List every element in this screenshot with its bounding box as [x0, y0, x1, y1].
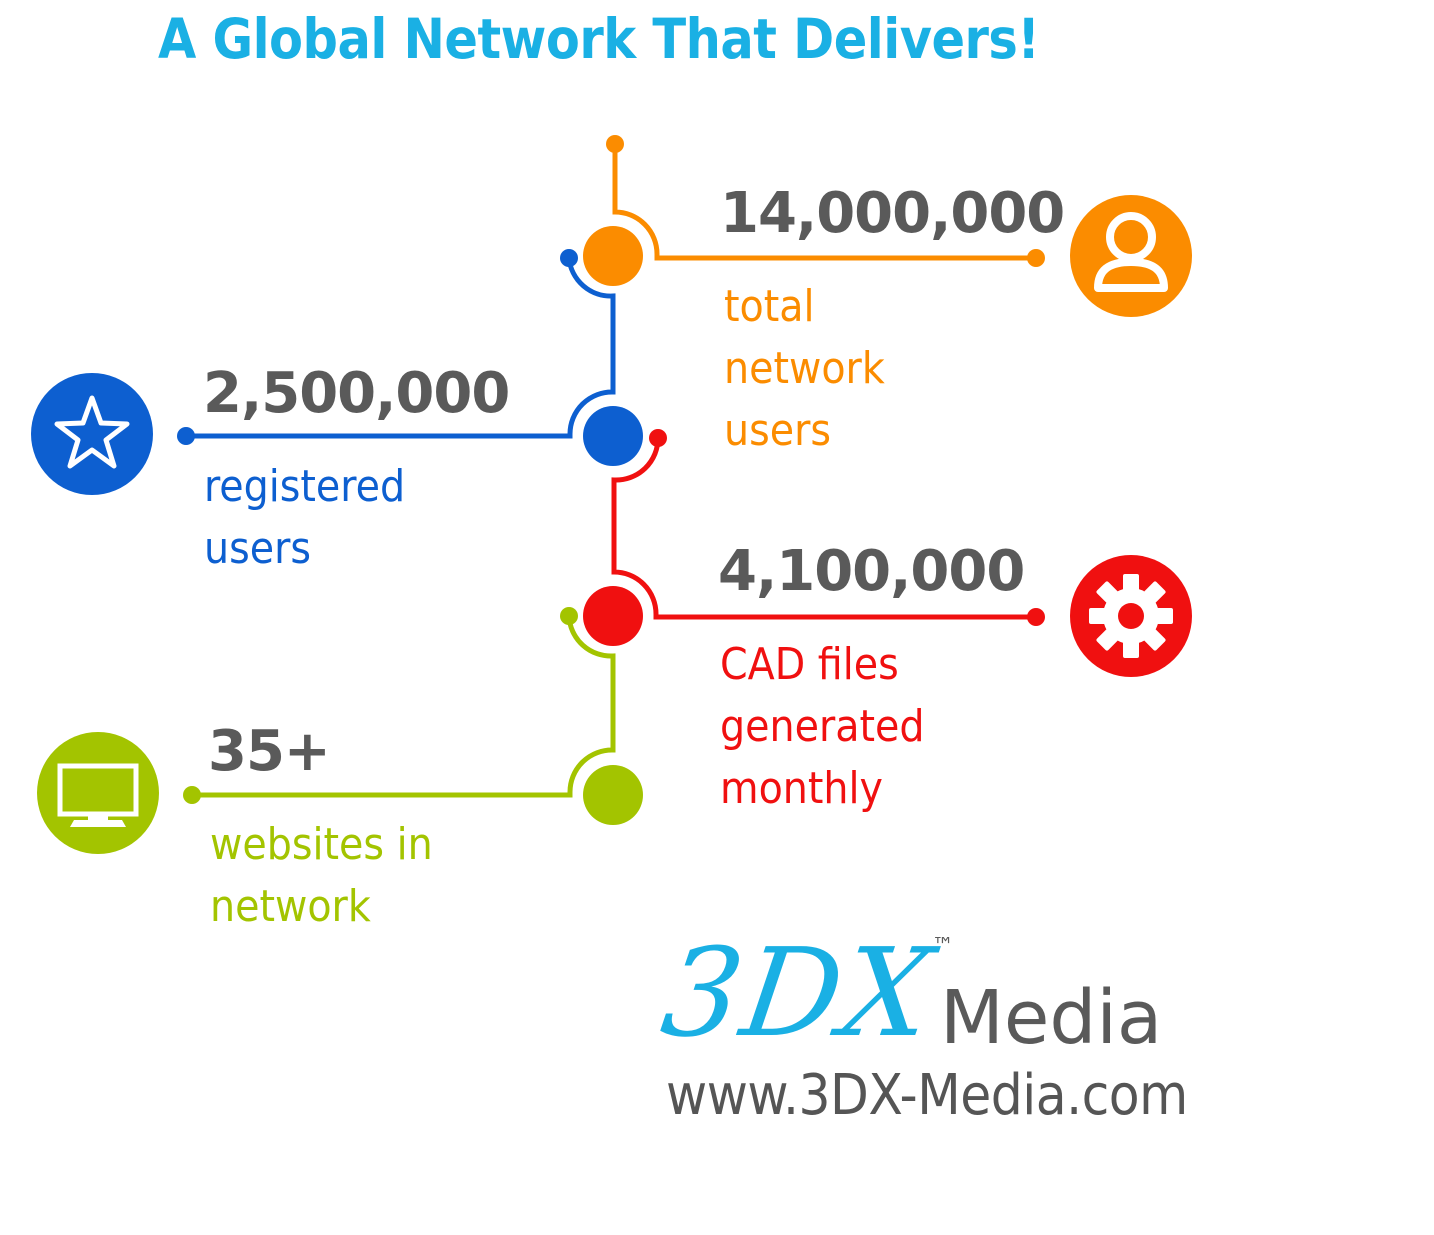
stat-desc-registered-users: registered users: [204, 461, 406, 574]
connector-dot: [1027, 608, 1045, 626]
connector-dot: [649, 429, 667, 447]
logo-trademark: ™: [932, 934, 954, 959]
user-icon: [1070, 195, 1192, 317]
connector-blue: [183, 255, 616, 439]
connector-dot: [606, 135, 624, 153]
star-icon: [31, 373, 153, 495]
node-green: [583, 765, 643, 825]
stat-desc-cad-files: CAD files generated monthly: [720, 639, 925, 814]
gear-icon: [1070, 555, 1192, 677]
monitor-icon: [37, 732, 159, 854]
connector-dot: [177, 427, 195, 445]
page-title: A Global Network That Delivers!: [158, 7, 1040, 71]
stat-number-websites: 35+: [208, 719, 331, 784]
connector-red: [611, 435, 1039, 620]
connector-dot: [183, 786, 201, 804]
stat-number-cad-files: 4,100,000: [718, 539, 1025, 604]
logo-url: www.3DX-Media.com: [666, 1063, 1188, 1128]
logo-mark: 3DX: [654, 922, 943, 1064]
connector-green: [189, 613, 616, 798]
stat-number-total-users: 14,000,000: [720, 181, 1065, 246]
node-orange: [583, 226, 643, 286]
node-blue: [583, 406, 643, 466]
stat-number-registered-users: 2,500,000: [203, 361, 510, 426]
connector-dot: [1027, 249, 1045, 267]
stat-desc-websites: websites in network: [210, 819, 433, 932]
connector-orange: [612, 141, 1039, 261]
connector-dot: [560, 607, 578, 625]
connector-dot: [560, 249, 578, 267]
logo-name: Media: [940, 975, 1163, 1061]
node-red: [583, 586, 643, 646]
stat-desc-total-users: total network users: [724, 281, 885, 456]
